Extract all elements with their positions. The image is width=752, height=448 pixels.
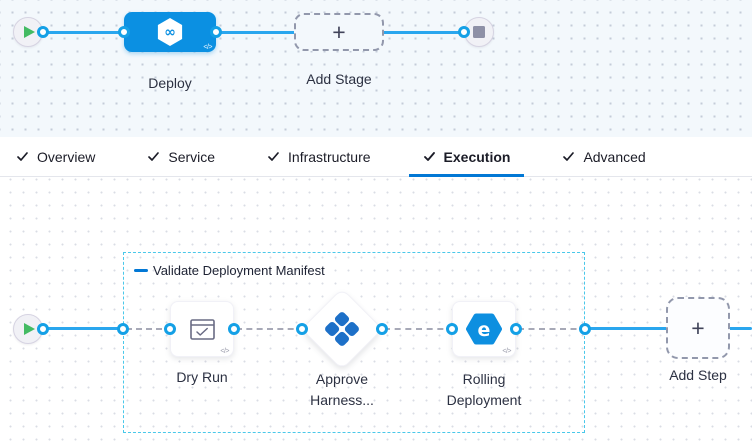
step-label: Approve Harness... [292,369,392,411]
check-icon [17,152,28,161]
yaml-code-toggle[interactable]: </> [203,44,212,51]
connection-line [43,327,125,330]
add-stage-label: Add Stage [306,71,372,87]
dashed-connection-line [236,328,304,330]
connector-port[interactable] [37,26,49,38]
svg-text:∞: ∞ [164,25,176,41]
connector-port[interactable] [164,323,176,335]
dry-run-window-check-icon [189,318,215,340]
check-icon [423,152,435,161]
dashed-connection-line [126,328,172,330]
tab-infrastructure[interactable]: Infrastructure [253,137,384,176]
connector-port[interactable] [579,323,591,335]
add-step-button[interactable]: + [666,297,730,359]
step-label-line2: Deployment [446,392,522,408]
step-group-container[interactable]: Validate Deployment Manifest [123,252,585,433]
plus-icon: + [332,18,346,45]
connection-line [585,327,668,330]
execution-start-node[interactable] [13,314,43,344]
svg-text:e: e [478,319,491,341]
rolling-deployment-icon: e [466,313,502,345]
connector-port[interactable] [296,323,308,335]
step-label-line1: Rolling [462,371,506,387]
connector-port[interactable] [458,26,470,38]
connector-port[interactable] [376,323,388,335]
check-icon [563,152,575,161]
stop-icon [473,26,485,38]
step-node-rolling-deployment[interactable]: e </> [452,301,516,357]
tab-label: Service [168,148,216,165]
check-icon [148,152,160,161]
execution-canvas[interactable]: Validate Deployment Manifest </> Dry [0,177,752,448]
check-icon [268,152,279,161]
connector-port[interactable] [228,323,240,335]
tab-label: Infrastructure [288,148,371,165]
yaml-code-toggle[interactable]: </> [502,348,511,355]
step-label: Rolling Deployment [424,369,544,411]
add-step-label: Add Step [669,367,727,383]
step-label-line1: Approve [315,371,369,387]
dashed-connection-line [384,328,454,330]
connection-line [214,31,296,34]
stage-canvas[interactable]: ∞ </> Deploy + Add Stage [0,0,752,137]
tab-label: Overview [37,148,96,165]
connector-port[interactable] [210,26,222,38]
connector-port[interactable] [117,323,129,335]
tab-label: Advanced [583,148,646,165]
connector-port[interactable] [37,323,49,335]
connector-port[interactable] [118,26,130,38]
harness-cd-hexagon-icon: ∞ [157,18,183,46]
tab-service[interactable]: Service [133,137,229,176]
harness-approval-icon [323,310,361,348]
stage-config-tabbar: Overview Service Infrastructure Executio… [0,137,752,177]
tab-overview[interactable]: Overview [2,137,109,176]
connector-port[interactable] [510,323,522,335]
step-group-header[interactable]: Validate Deployment Manifest [134,263,325,278]
dashed-connection-line [518,328,587,330]
tab-advanced[interactable]: Advanced [548,137,659,176]
tab-execution[interactable]: Execution [408,137,525,177]
stage-label: Deploy [148,75,192,91]
connector-port[interactable] [446,323,458,335]
group-dash-icon [134,269,148,272]
step-group-label: Validate Deployment Manifest [153,263,325,278]
connection-line [43,31,126,34]
play-icon [24,26,35,38]
step-label: Dry Run [176,369,228,385]
add-stage-button[interactable]: + [294,13,384,51]
step-label-line2: Harness... [310,392,374,408]
stage-node-deploy[interactable]: ∞ </> [124,12,216,52]
step-node-dry-run[interactable]: </> [170,301,234,357]
active-tab-underline [408,174,525,177]
tab-label: Execution [443,148,511,165]
yaml-code-toggle[interactable]: </> [220,348,229,355]
play-icon [24,323,35,335]
connection-line [382,31,464,34]
connection-line [728,327,752,330]
plus-icon: + [691,314,705,341]
